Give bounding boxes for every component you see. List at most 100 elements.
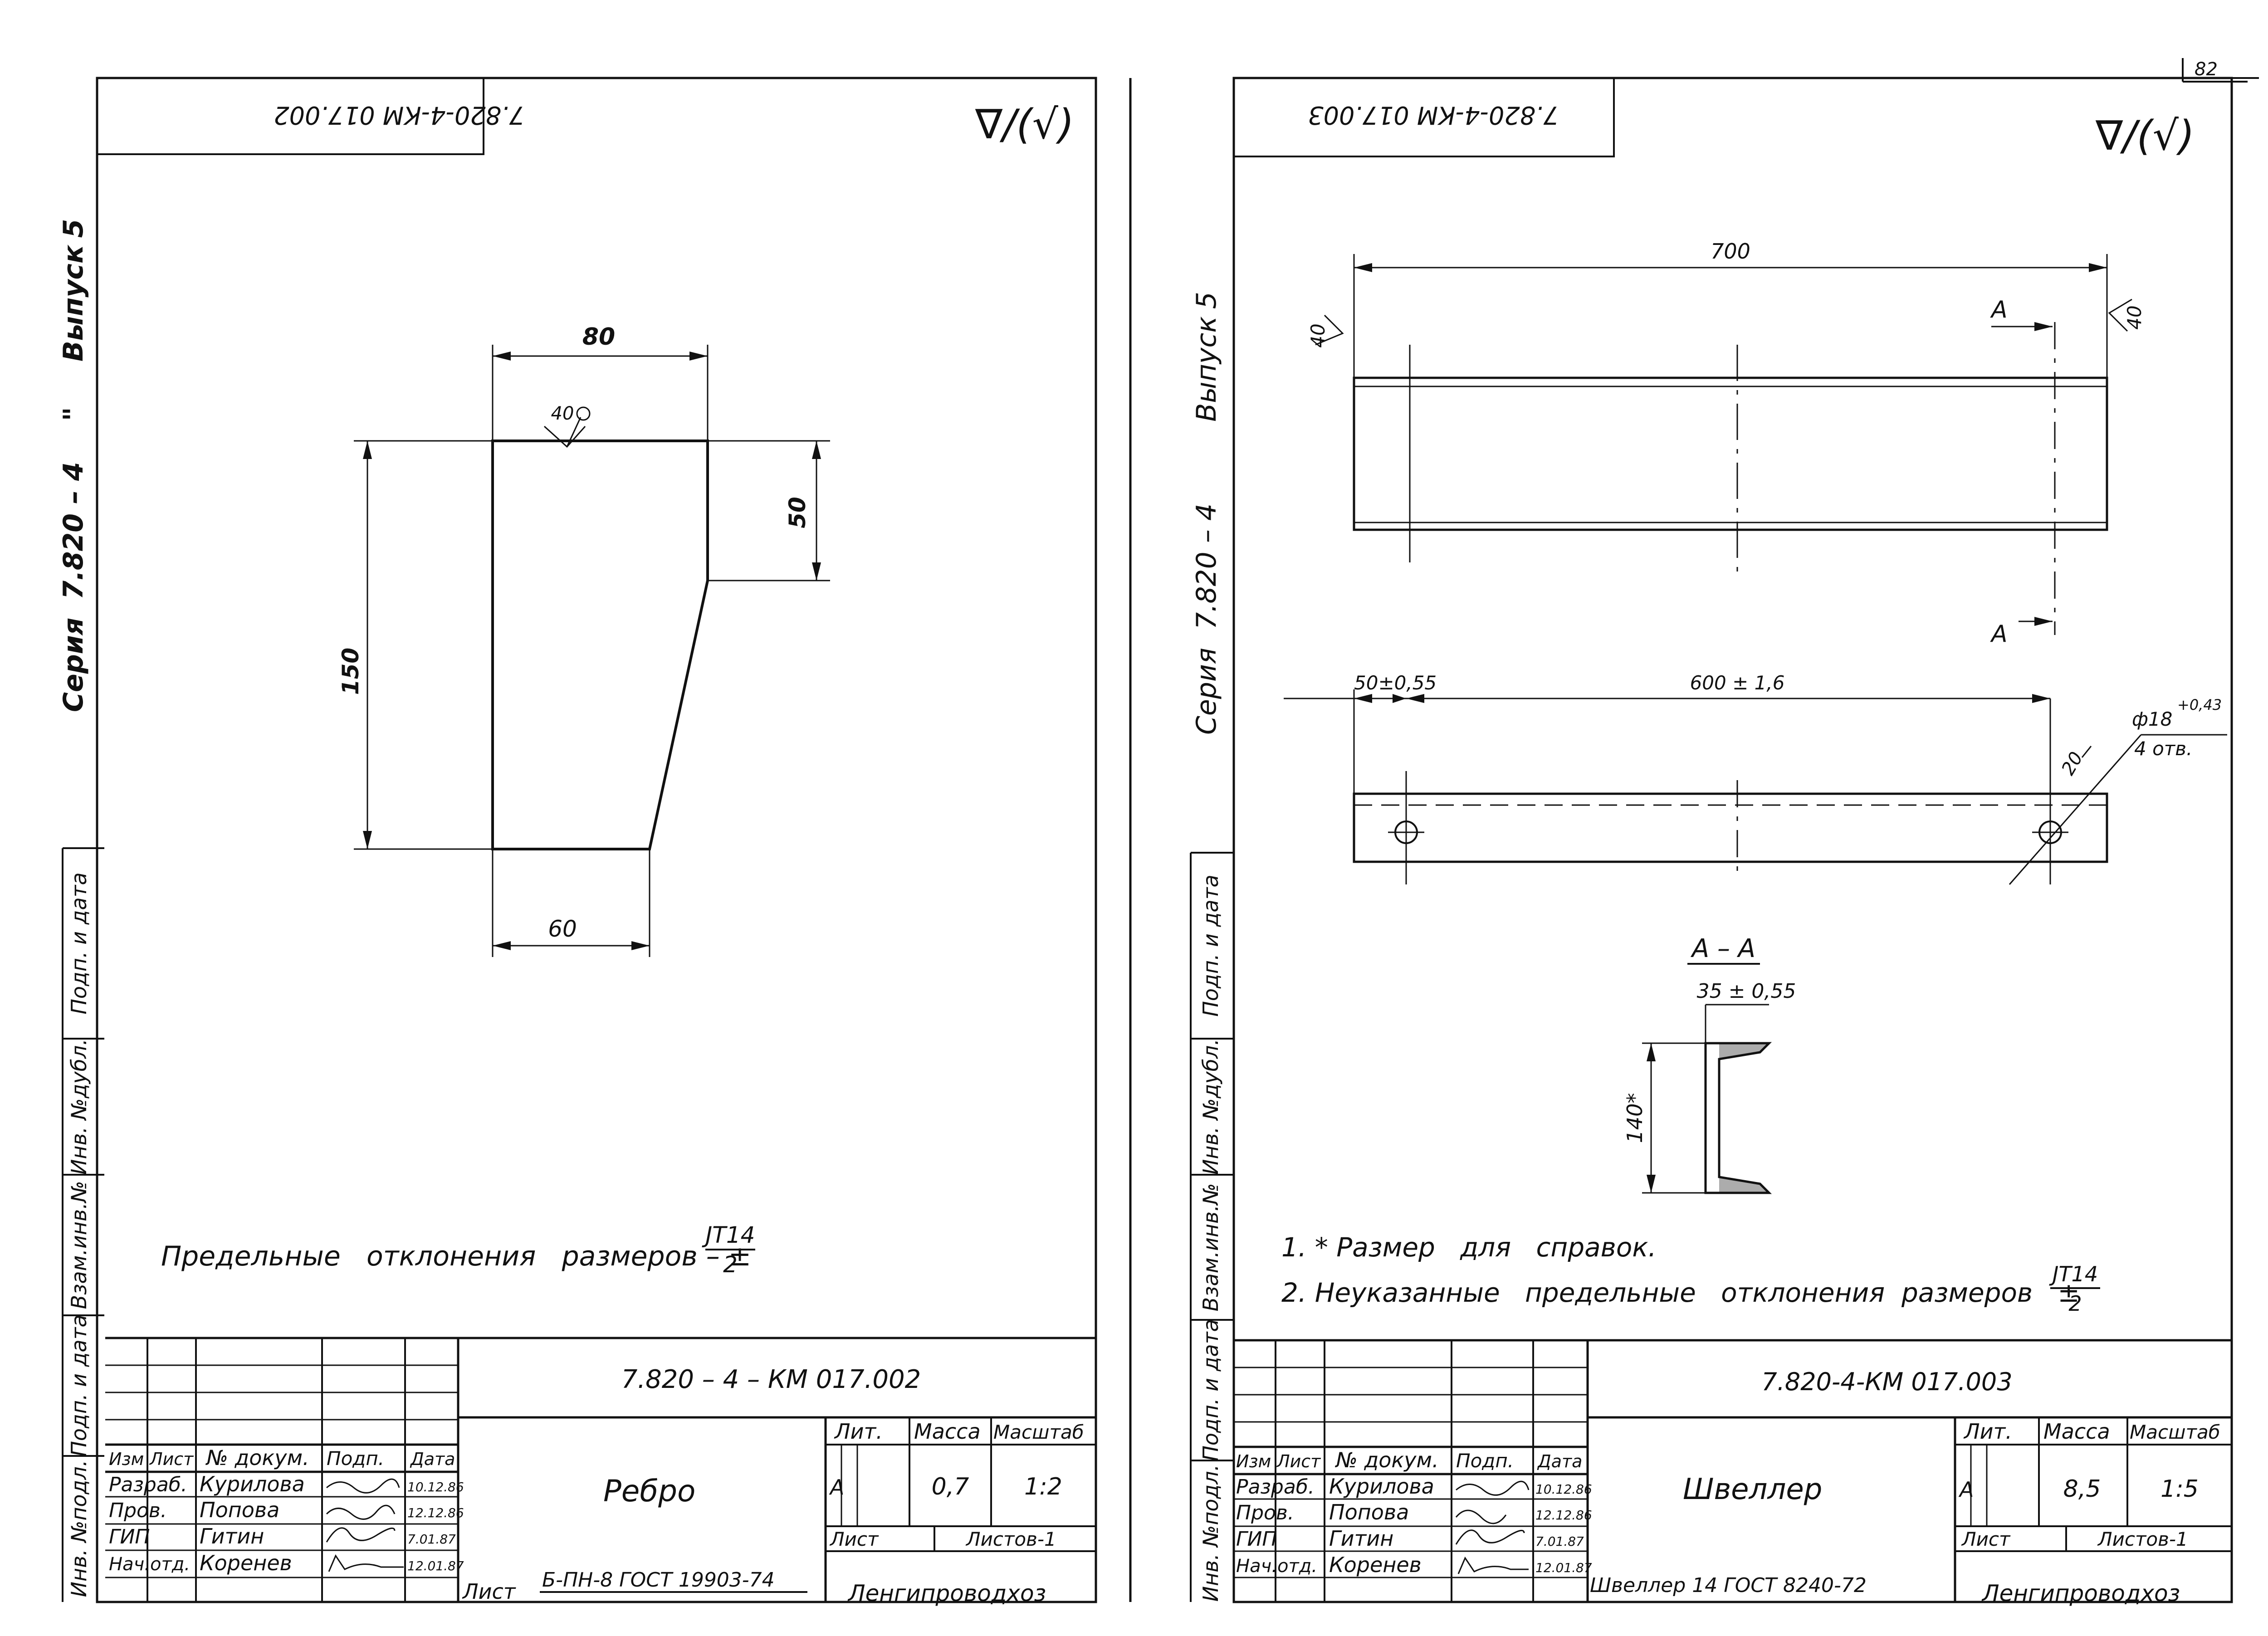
series-label: Серия	[58, 618, 89, 712]
right-hdr-date: Дата	[1537, 1451, 1582, 1471]
series-label: Серия	[1191, 648, 1222, 735]
left-material: Б-ПН-8 ГОСТ 19903-74	[542, 1568, 775, 1592]
right-row-role: Разраб.	[1236, 1475, 1315, 1499]
dim-50: 50	[784, 497, 811, 528]
stamp-label-1: Подп. и дата	[67, 872, 91, 1014]
right-notes: 1. * Размер для справок. 2. Неуказанные …	[1281, 1232, 2100, 1316]
right-org: Ленгипроводхоз	[1981, 1580, 2180, 1607]
right-row-date: 12.12.86	[1535, 1508, 1592, 1523]
right-note-2: 2. Неуказанные предельные отклонения раз…	[1281, 1277, 2080, 1308]
left-note-frac-bottom: 2	[723, 1251, 738, 1278]
issue-label: Выпуск	[1191, 316, 1222, 422]
svg-text:Серия7.820 – 4Выпуск5: Серия 7.820 – 4 Выпуск 5	[1191, 292, 1222, 735]
dim-80: 80	[582, 323, 615, 351]
dim-hole-span: 600 ± 1,6	[1690, 672, 1785, 694]
right-row-role: Пров.	[1236, 1501, 1294, 1524]
left-title-block: Изм Лист № докум. Подп. Дата Разраб. Кур…	[105, 1337, 1096, 1607]
right-sheet-label: Лист	[1961, 1528, 2011, 1550]
left-tolerance-note: Предельные отклонения размеров – ± JT14 …	[161, 1222, 755, 1278]
left-margin-stamp: Подп. и дата Инв. №дубл. Взам.инв.№ Подп…	[62, 847, 104, 1602]
dim-flange: 35 ± 0,55	[1697, 980, 1796, 1003]
right-row-signature	[1455, 1509, 1507, 1524]
page-number-box: 82	[2182, 58, 2248, 83]
hole-tol: +0,43	[2177, 696, 2222, 713]
left-row-role: Нач.отд.	[109, 1554, 190, 1575]
left-hdr-list: Лист	[149, 1449, 194, 1469]
left-row-role: Пров.	[109, 1499, 167, 1522]
left-row-signature	[328, 1554, 404, 1572]
right-row-date: 7.01.87	[1535, 1534, 1584, 1549]
left-corner-box: 7.820-4-КМ 017.002	[97, 78, 525, 155]
stamp-label-5: Инв. №подл.	[67, 1460, 91, 1597]
left-doc-code: 7.820 – 4 – КМ 017.002	[621, 1365, 921, 1394]
stamp-label-3: Взам.инв.№	[1198, 1183, 1223, 1311]
left-note-text: Предельные отклонения размеров – ±	[161, 1240, 751, 1272]
channel-plan-view: 700 40 40 А А	[1307, 239, 2146, 648]
dim-700: 700	[1711, 239, 1750, 264]
issue-label: Выпуск	[58, 244, 89, 361]
left-frame	[96, 77, 1097, 1603]
side-label: Серия 7.820 – 4 " Выпуск 5	[58, 219, 89, 712]
left-hdr-date: Дата	[410, 1449, 455, 1469]
right-hdr-list: Лист	[1276, 1451, 1321, 1471]
right-lit-label: Лит.	[1963, 1419, 2012, 1444]
left-lit-value: А	[829, 1475, 844, 1499]
right-row-date: 10.12.86	[1535, 1482, 1592, 1497]
series-number: 7.820 – 4	[1191, 503, 1222, 630]
left-row-role: Разраб.	[109, 1473, 187, 1496]
right-row-name: Коренев	[1329, 1553, 1422, 1577]
right-row-signature	[1455, 1529, 1525, 1545]
stamp-label-4: Подп. и дата	[1198, 1319, 1223, 1461]
left-row-name: Попова	[200, 1498, 279, 1522]
left-corner-code: 7.820-4-КМ 017.002	[274, 101, 524, 129]
right-corner-code: 7.820-4-КМ 017.003	[1308, 101, 1559, 129]
issue-number: 5	[1191, 292, 1222, 309]
quote-mark: "	[58, 407, 89, 421]
right-row-date: 12.01.87	[1535, 1560, 1592, 1575]
right-lit-value: А	[1958, 1477, 1974, 1502]
left-scale-value: 1:2	[1024, 1473, 1062, 1500]
series-number: 7.820 – 4	[58, 462, 89, 599]
right-scale-value: 1:5	[2160, 1475, 2199, 1503]
right-part-name: Швеллер	[1683, 1473, 1822, 1506]
left-lit-label: Лит.	[834, 1419, 883, 1444]
left-row-date: 12.12.86	[407, 1505, 464, 1520]
weld-left-40: 40	[1307, 323, 1329, 347]
left-row-date: 10.12.86	[407, 1480, 464, 1494]
right-corner-box: 7.820-4-КМ 017.003	[1234, 78, 1615, 157]
issue-number: 5	[58, 219, 89, 238]
left-hdr-sign: Подп.	[327, 1447, 384, 1470]
weld-40: 40	[551, 403, 574, 424]
right-row-name: Попова	[1329, 1500, 1409, 1524]
right-doc-code: 7.820-4-КМ 017.003	[1761, 1367, 2012, 1396]
right-note-frac-bottom: 2	[2068, 1291, 2082, 1316]
left-row-name: Курилова	[200, 1472, 305, 1496]
channel-side-view: 50±0,55 600 ± 1,6 ф18 +0,43 4 отв. 20	[1284, 672, 2227, 885]
roughness-symbol-left: ∇/(√)	[975, 101, 1074, 148]
right-note-1: 1. * Размер для справок.	[1281, 1232, 1657, 1263]
left-row-date: 12.01.87	[407, 1558, 464, 1573]
right-row-signature	[1456, 1480, 1530, 1496]
dim-hole-offset: 50±0,55	[1354, 672, 1437, 694]
right-row-role: Нач.отд.	[1236, 1556, 1317, 1577]
right-hdr-doc: № докум.	[1334, 1448, 1439, 1472]
right-row-name: Гитин	[1329, 1526, 1393, 1551]
left-row-signature	[326, 1527, 396, 1543]
right-row-signature	[1457, 1556, 1529, 1574]
left-mass-value: 0,7	[932, 1473, 969, 1500]
dim-60: 60	[548, 916, 577, 942]
left-row-name: Коренев	[200, 1551, 292, 1575]
left-material-prefix: Лист	[462, 1579, 516, 1604]
roughness-symbol-right: ∇/(√)	[2095, 112, 2195, 160]
section-aa: А – А 35 ± 0,55 140*	[1623, 934, 1796, 1194]
stamp-label-2: Инв. №дубл.	[1198, 1039, 1223, 1175]
left-hdr-izm: Изм	[109, 1449, 144, 1469]
right-title-block: Изм Лист № докум. Подп. Дата Разраб. Кур…	[1234, 1339, 2232, 1607]
right-mass-label: Масса	[2043, 1419, 2110, 1444]
left-row-role: ГИП	[109, 1525, 150, 1548]
right-scale-label: Масштаб	[2130, 1421, 2220, 1443]
hole-edge: 20	[2058, 748, 2087, 779]
left-mass-label: Масса	[914, 1419, 981, 1444]
svg-text:Серия7.820 – 4"Выпуск5: Серия 7.820 – 4 " Выпуск 5	[58, 219, 89, 712]
